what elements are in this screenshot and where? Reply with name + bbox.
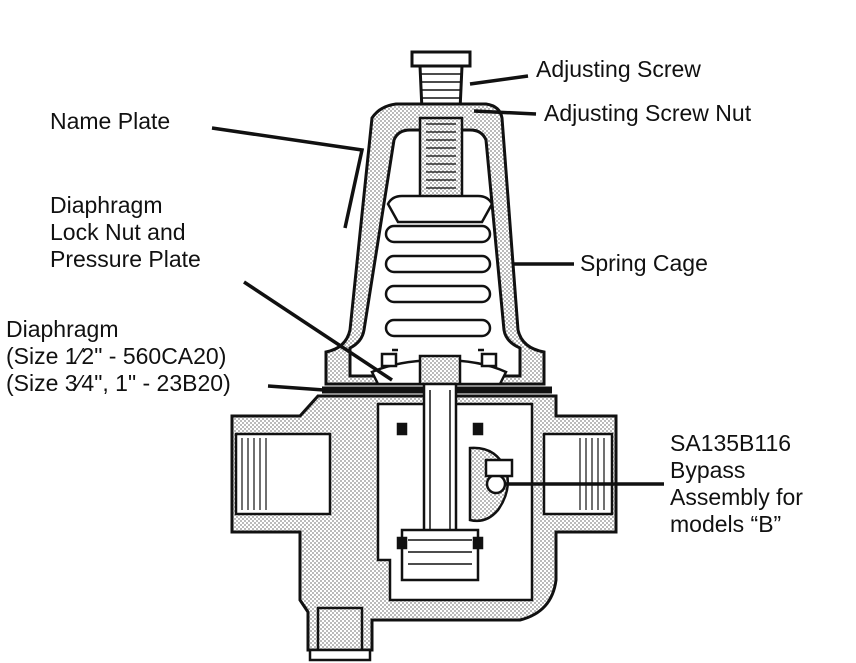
label-spring-cage: Spring Cage xyxy=(580,250,708,276)
label-line: Pressure Plate xyxy=(50,246,201,272)
label-adjusting-screw: Adjusting Screw xyxy=(536,56,701,82)
label-line: Assembly for xyxy=(670,484,803,510)
label-line: Diaphragm xyxy=(50,192,163,218)
leader-diaphragm xyxy=(267,384,325,392)
label-line: models “B” xyxy=(670,511,782,537)
label-name-plate: Name Plate xyxy=(50,108,171,134)
label-line: Lock Nut and xyxy=(50,219,186,245)
leader-adjusting-screw xyxy=(469,74,529,86)
label-adjusting-screw-nut: Adjusting Screw Nut xyxy=(544,100,752,126)
bypass-assembly xyxy=(468,446,514,523)
label-bypass-assembly: SA135B116 Bypass Assembly for models “B” xyxy=(670,430,803,538)
valve-stem xyxy=(396,382,484,582)
spring-seat xyxy=(386,194,494,224)
pressure-plate xyxy=(370,352,508,386)
leader-lock-nut xyxy=(243,280,393,382)
spring xyxy=(384,224,492,352)
label-diaphragm-lock-nut: Diaphragm Lock Nut and Pressure Plate xyxy=(50,192,201,273)
label-line: (Size 3⁄4", 1" - 23B20) xyxy=(6,370,231,396)
spring-cage xyxy=(324,102,546,386)
adjusting-screw xyxy=(410,50,472,112)
label-diaphragm: Diaphragm (Size 1⁄2" - 560CA20) (Size 3⁄… xyxy=(6,316,231,397)
leader-name-plate xyxy=(211,126,365,229)
leader-adjusting-screw-nut xyxy=(473,109,537,116)
label-line: Diaphragm xyxy=(6,316,119,342)
leader-lines xyxy=(211,74,664,486)
label-line: (Size 1⁄2" - 560CA20) xyxy=(6,343,227,369)
label-line: Bypass xyxy=(670,457,746,483)
label-line: SA135B116 xyxy=(670,430,792,456)
